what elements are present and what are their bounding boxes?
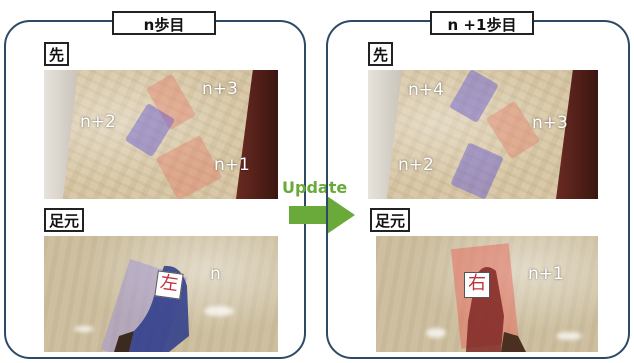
left-foot-mark-label: n xyxy=(210,264,221,284)
update-arrow-icon xyxy=(289,196,355,234)
right-mark-label-n3: n+3 xyxy=(532,113,568,133)
right-ahead-photo xyxy=(368,70,598,199)
left-mark-label-n1: n+1 xyxy=(214,155,250,175)
right-mark-label-n4: n+4 xyxy=(408,80,444,100)
step-n-label: n歩目 xyxy=(112,11,216,35)
right-foot-char: 右 xyxy=(464,272,490,298)
left-ahead-tag: 先 xyxy=(44,42,70,66)
left-ahead-photo xyxy=(44,70,278,199)
left-foot-photo xyxy=(44,236,278,352)
update-label: Update xyxy=(282,178,348,197)
left-foot-char: 左 xyxy=(154,270,184,300)
right-mark-label-n2: n+2 xyxy=(398,155,434,175)
right-foot-mark-label: n+1 xyxy=(528,264,564,284)
left-mark-label-n2: n+2 xyxy=(80,112,116,132)
right-foot-tag: 足元 xyxy=(370,208,411,232)
step-n1-label: n +1歩目 xyxy=(430,11,534,35)
left-mark-label-n3: n+3 xyxy=(202,79,238,99)
left-foot-tag: 足元 xyxy=(44,208,85,232)
right-ahead-tag: 先 xyxy=(368,42,394,66)
